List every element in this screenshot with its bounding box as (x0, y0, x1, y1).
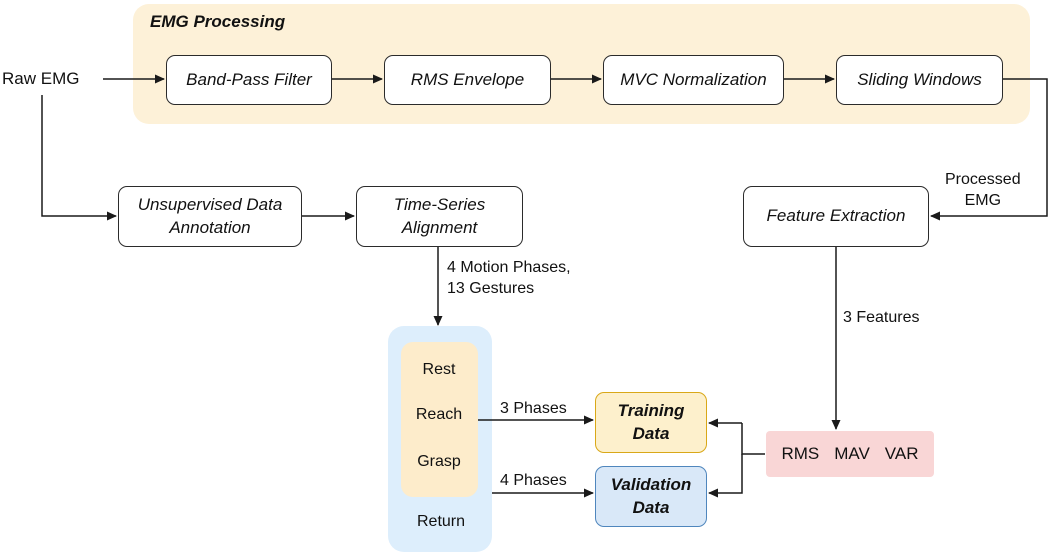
phase-reach: Reach (415, 406, 463, 423)
feature-rms: RMS (781, 444, 820, 463)
motion-phases-line2: 13 Gestures (447, 279, 535, 297)
time-series-alignment-box: Time-Series Alignment (356, 186, 523, 247)
training-data-line1: Training (617, 401, 685, 421)
processed-emg-line1: Processed (945, 171, 1021, 188)
validation-data-box: Validation Data (595, 466, 707, 527)
feature-var: VAR (884, 444, 919, 463)
training-data-line2: Data (632, 423, 670, 443)
validation-data-line1: Validation (610, 475, 692, 495)
unsupervised-annotation-line2: Annotation (169, 217, 251, 237)
mvc-normalization-box: MVC Normalization (603, 55, 784, 105)
time-series-alignment-line1: Time-Series (393, 195, 486, 215)
feature-mav: MAV (834, 444, 870, 463)
band-pass-filter-box: Band-Pass Filter (166, 55, 332, 105)
phase-grasp: Grasp (417, 453, 461, 470)
motion-phases-label: 4 Motion Phases, 13 Gestures (447, 258, 571, 300)
features-box: RMS MAV VAR (766, 431, 934, 477)
arrow-raw-to-annotation (41, 95, 117, 221)
time-series-alignment-line2: Alignment (401, 217, 478, 237)
band-pass-filter-label: Band-Pass Filter (186, 69, 312, 89)
feature-extraction-label: Feature Extraction (766, 206, 906, 226)
mvc-normalization-label: MVC Normalization (620, 69, 767, 89)
processed-emg-label: Processed EMG (945, 170, 1021, 212)
phase-subgroup (401, 342, 478, 497)
unsupervised-annotation-box: Unsupervised Data Annotation (118, 186, 302, 247)
four-phases-label: 4 Phases (500, 472, 567, 489)
processed-emg-line2: EMG (964, 191, 1002, 209)
unsupervised-annotation-line1: Unsupervised Data (137, 195, 283, 215)
rms-envelope-box: RMS Envelope (384, 55, 551, 105)
three-phases-label: 3 Phases (500, 400, 567, 417)
arrow-sliding-to-feature (930, 78, 1048, 221)
raw-emg-label: Raw EMG (2, 69, 80, 88)
sliding-windows-box: Sliding Windows (836, 55, 1003, 105)
three-features-label: 3 Features (843, 309, 920, 326)
emg-processing-title: EMG Processing (150, 12, 286, 31)
validation-data-line2: Data (632, 497, 670, 517)
rms-envelope-label: RMS Envelope (410, 69, 525, 89)
arrow-features-to-outputs (741, 423, 765, 455)
motion-phases-line1: 4 Motion Phases, (447, 259, 571, 276)
training-data-box: Training Data (595, 392, 707, 453)
phase-return: Return (416, 513, 466, 530)
sliding-windows-label: Sliding Windows (857, 69, 982, 89)
arrow-features-to-validation (708, 454, 743, 498)
feature-extraction-box: Feature Extraction (743, 186, 929, 247)
phase-rest: Rest (422, 361, 456, 378)
